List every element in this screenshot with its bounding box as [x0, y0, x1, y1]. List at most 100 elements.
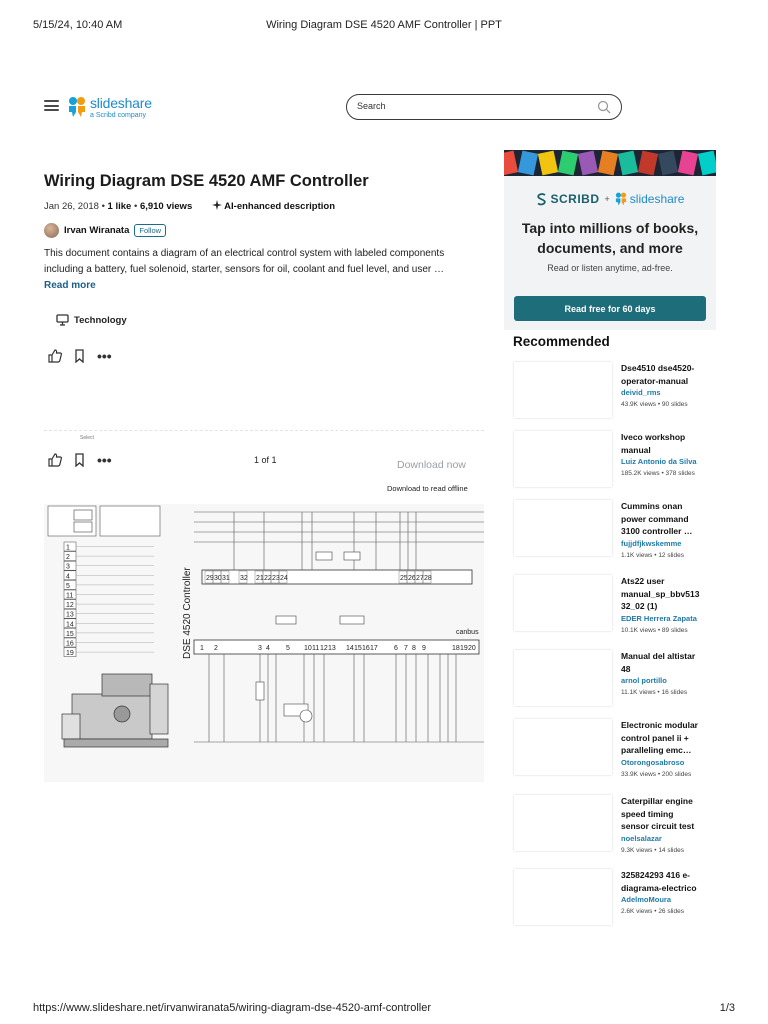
- like-button[interactable]: [48, 349, 62, 363]
- menu-icon[interactable]: [44, 100, 59, 111]
- recommended-title-line[interactable]: Manual del altistar: [621, 651, 696, 661]
- terminal-box: [278, 570, 288, 584]
- follow-button[interactable]: Follow: [134, 223, 167, 237]
- terminal-box: [238, 570, 248, 584]
- recommended-thumbnail[interactable]: [514, 650, 612, 706]
- print-footer: https://www.slideshare.net/irvanwiranata…: [0, 994, 768, 1024]
- terminal-label: 11: [312, 645, 319, 652]
- slideshare-logo-icon: [615, 192, 626, 206]
- recommended-title-line[interactable]: 325824293 416 e-: [621, 870, 691, 880]
- recommended-author[interactable]: arnol portillo: [621, 676, 667, 685]
- search-box[interactable]: [346, 94, 622, 120]
- recommended-author[interactable]: AdelmoMoura: [621, 895, 672, 904]
- recommended-item[interactable]: Electronic modular control panel ii + para…: [514, 719, 724, 779]
- recommended-heading: Recommended: [513, 334, 610, 349]
- recommended-title-line[interactable]: 3100 controller …: [621, 526, 693, 536]
- action-bar-top: •••: [48, 348, 124, 364]
- recommended-title-line[interactable]: 32_02 (1): [621, 601, 658, 611]
- terminal-label: 26: [408, 575, 416, 582]
- legend-number: 1: [66, 545, 70, 552]
- recommended-title-line[interactable]: operator-manual: [621, 375, 689, 386]
- recommended-thumbnail[interactable]: [514, 575, 612, 631]
- terminal-label: 13: [328, 645, 336, 652]
- recommended-item[interactable]: Cummins onan power command 3100 controller…: [514, 500, 724, 560]
- more-options-icon[interactable]: •••: [97, 348, 112, 364]
- action-bar-viewer: •••: [48, 452, 124, 468]
- recommended-title-line[interactable]: diagrama-electrico: [621, 882, 697, 893]
- recommended-thumbnail[interactable]: [514, 795, 612, 851]
- promo-headline: Tap into millions of books, documents, a…: [504, 218, 716, 258]
- recommended-item[interactable]: Ats22 user manual_sp_bbv513 32_02 (1) EDER …: [514, 575, 724, 635]
- recommended-title-line[interactable]: Caterpillar engine: [621, 796, 693, 806]
- thumbs-up-icon: [48, 453, 62, 467]
- recommended-title-line[interactable]: paralleling emc…: [621, 745, 692, 755]
- recommended-item[interactable]: Dse4510 dse4520- operator-manual deivid_rm…: [514, 362, 724, 422]
- recommended-author[interactable]: fujjdfjkwskemme: [621, 538, 682, 548]
- search-icon[interactable]: [597, 100, 611, 114]
- terminal-label: 7: [404, 645, 408, 652]
- recommended-title-line[interactable]: sensor circuit test: [621, 821, 695, 831]
- ai-description-link[interactable]: AI-enhanced description: [224, 201, 336, 212]
- recommended-title-line[interactable]: Iveco workshop: [621, 432, 686, 442]
- recommended-title-line[interactable]: Dse4510 dse4520-: [621, 363, 695, 373]
- recommended-text: Electronic modular control panel ii + para…: [621, 719, 721, 781]
- bookmark-icon: [75, 349, 84, 363]
- recommended-thumbnail[interactable]: [514, 719, 612, 775]
- terminal-label: 21: [256, 575, 264, 582]
- slideshare-logo[interactable]: slideshare a Scribd company: [68, 94, 178, 122]
- recommended-title-line[interactable]: Cummins onan: [621, 501, 683, 511]
- save-button[interactable]: [74, 453, 85, 467]
- recommended-author[interactable]: noelsalazar: [621, 833, 662, 843]
- terminal-label: 17: [370, 645, 378, 652]
- recommended-stats: 43.9K views • 90 slides: [621, 401, 688, 408]
- category-tag[interactable]: Technology: [56, 314, 127, 326]
- diagram-canbus-label: canbus: [456, 629, 479, 636]
- recommended-thumbnail[interactable]: [514, 869, 612, 925]
- recommended-title-line[interactable]: control panel ii +: [621, 732, 689, 743]
- document-likes: 1 like: [107, 201, 132, 212]
- print-header: 5/15/24, 10:40 AM Wiring Diagram DSE 452…: [0, 0, 768, 40]
- recommended-stats: 185.2K views • 378 slides: [621, 470, 695, 477]
- document-title: Wiring Diagram DSE 4520 AMF Controller: [44, 172, 369, 190]
- terminal-box: [422, 570, 432, 584]
- like-button[interactable]: [48, 453, 62, 467]
- recommended-thumbnail[interactable]: [514, 431, 612, 487]
- recommended-author[interactable]: Otorongosabroso: [621, 757, 685, 767]
- read-more-link[interactable]: Read more: [44, 280, 96, 291]
- recommended-title-line[interactable]: manual: [621, 444, 651, 455]
- save-button[interactable]: [74, 349, 85, 363]
- book-cover: [577, 150, 599, 176]
- recommended-stats: 2.6K views • 26 slides: [621, 908, 684, 915]
- recommended-title-line[interactable]: manual_sp_bbv513: [621, 588, 700, 599]
- download-now-button[interactable]: Download now: [397, 459, 466, 471]
- category-label: Technology: [74, 314, 127, 326]
- recommended-title-line[interactable]: Ats22 user: [621, 576, 665, 586]
- book-covers-strip: [504, 150, 716, 176]
- read-free-button[interactable]: Read free for 60 days: [514, 296, 706, 321]
- recommended-thumbnail[interactable]: [514, 362, 612, 418]
- recommended-title-line[interactable]: 48: [621, 663, 631, 674]
- avatar[interactable]: [44, 222, 59, 238]
- recommended-item[interactable]: Caterpillar engine speed timing sensor cir…: [514, 795, 724, 855]
- recommended-title-line[interactable]: Electronic modular: [621, 720, 698, 730]
- print-datetime: 5/15/24, 10:40 AM: [33, 19, 123, 31]
- terminal-label: 20: [468, 645, 476, 652]
- recommended-author[interactable]: Luiz Antonio da Silva: [621, 457, 697, 466]
- search-input[interactable]: [357, 101, 577, 111]
- legend-number: 4: [66, 573, 70, 580]
- more-options-icon[interactable]: •••: [97, 452, 112, 468]
- bookmark-icon: [75, 453, 84, 467]
- recommended-title-line[interactable]: speed timing: [621, 808, 674, 819]
- terminal-label: 18: [452, 645, 460, 652]
- recommended-author[interactable]: EDER Herrera Zapata: [621, 613, 697, 623]
- recommended-author[interactable]: deivid_rms: [621, 388, 661, 397]
- recommended-thumbnail[interactable]: [514, 500, 612, 556]
- author-name[interactable]: Irvan Wiranata: [64, 224, 130, 236]
- recommended-title-line[interactable]: power command: [621, 513, 689, 524]
